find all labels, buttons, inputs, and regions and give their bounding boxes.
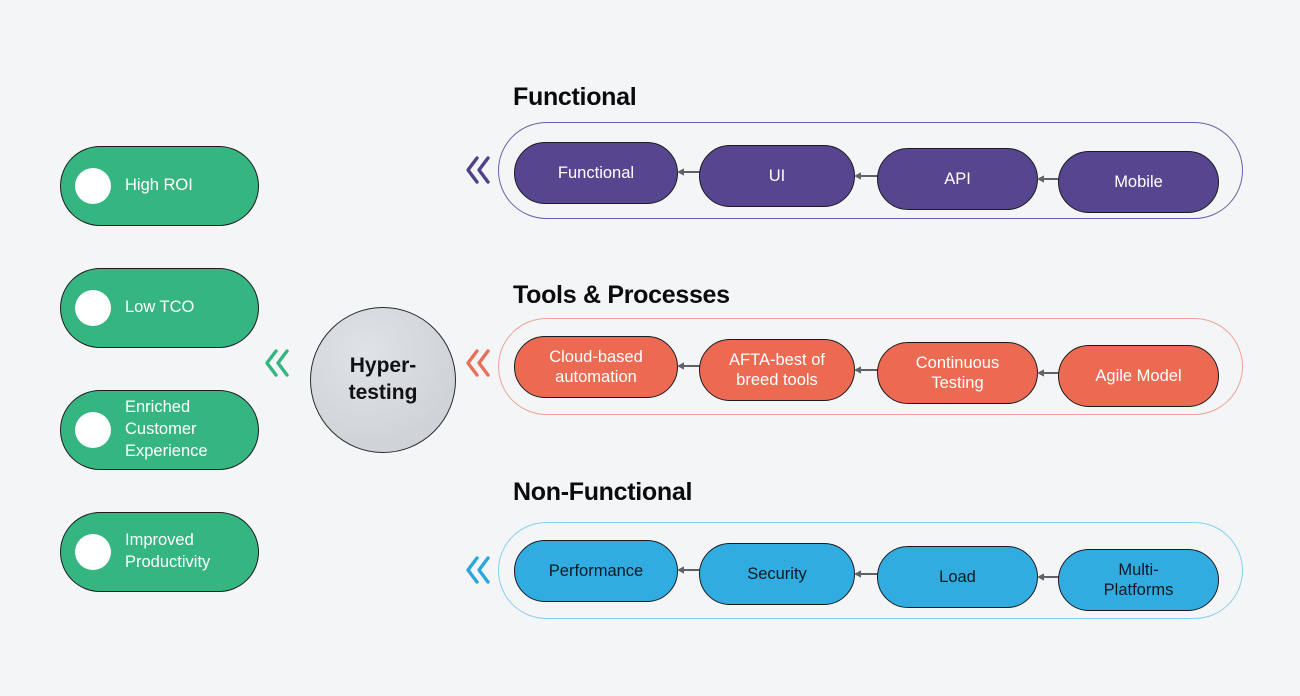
- node-label: Performance: [548, 561, 644, 580]
- node-tools-agile-model[interactable]: Agile Model: [1058, 345, 1219, 407]
- node-nonfunctional-performance[interactable]: Performance: [514, 540, 678, 602]
- node-label: Functional: [557, 163, 635, 182]
- node-functional-mobile[interactable]: Mobile: [1058, 151, 1219, 213]
- node-tools-cloud-based-automation[interactable]: Cloud-based automation: [514, 336, 678, 398]
- node-label: Continuous Testing: [915, 353, 1000, 392]
- benefit-label: Enriched Customer Experience: [125, 398, 208, 460]
- double-chevron-left-icon-functional: [463, 153, 493, 187]
- node-label: AFTA-best of breed tools: [729, 350, 825, 389]
- node-tools-continuous-testing[interactable]: Continuous Testing: [877, 342, 1038, 404]
- node-label: API: [944, 169, 971, 188]
- benefit-label: Improved Productivity: [125, 531, 211, 571]
- node-nonfunctional-load[interactable]: Load: [877, 546, 1038, 608]
- node-label: Load: [939, 567, 976, 586]
- benefit-bullet-icon: [75, 412, 111, 448]
- center-node-hyper-testing[interactable]: Hyper- testing: [310, 307, 456, 453]
- node-label: UI: [768, 166, 786, 185]
- node-label: Agile Model: [1095, 366, 1182, 385]
- double-chevron-left-icon-tools: [463, 346, 493, 380]
- benefit-bullet-icon: [75, 534, 111, 570]
- node-nonfunctional-multi-platforms[interactable]: Multi- Platforms: [1058, 549, 1219, 611]
- benefit-pill-enriched-customer-experience[interactable]: Enriched Customer Experience: [60, 390, 259, 470]
- double-chevron-left-icon-nonfunctional: [463, 553, 493, 587]
- benefit-bullet-icon: [75, 168, 111, 204]
- node-label: Mobile: [1114, 172, 1163, 191]
- node-label: Multi- Platforms: [1103, 560, 1174, 599]
- section-title-tools: Tools & Processes: [513, 281, 730, 309]
- node-functional-ui[interactable]: UI: [699, 145, 855, 207]
- node-label: Security: [747, 564, 807, 583]
- section-capsule-tools: [498, 318, 1243, 415]
- benefit-pill-improved-productivity[interactable]: Improved Productivity: [60, 512, 259, 592]
- section-title-functional: Functional: [513, 83, 637, 111]
- node-functional-api[interactable]: API: [877, 148, 1038, 210]
- benefit-pill-high-roi[interactable]: High ROI: [60, 146, 259, 226]
- node-nonfunctional-security[interactable]: Security: [699, 543, 855, 605]
- section-capsule-functional: [498, 122, 1243, 219]
- section-title-nonfunctional: Non-Functional: [513, 478, 693, 506]
- node-functional-functional[interactable]: Functional: [514, 142, 678, 204]
- double-chevron-left-icon-benefits: [262, 346, 292, 380]
- benefit-bullet-icon: [75, 290, 111, 326]
- section-capsule-nonfunctional: [498, 522, 1243, 619]
- benefit-label: Low TCO: [125, 298, 195, 317]
- node-label: Cloud-based automation: [549, 347, 643, 386]
- benefit-pill-low-tco[interactable]: Low TCO: [60, 268, 259, 348]
- node-tools-afta-best-of-breed-tools[interactable]: AFTA-best of breed tools: [699, 339, 855, 401]
- benefit-label: High ROI: [125, 176, 193, 195]
